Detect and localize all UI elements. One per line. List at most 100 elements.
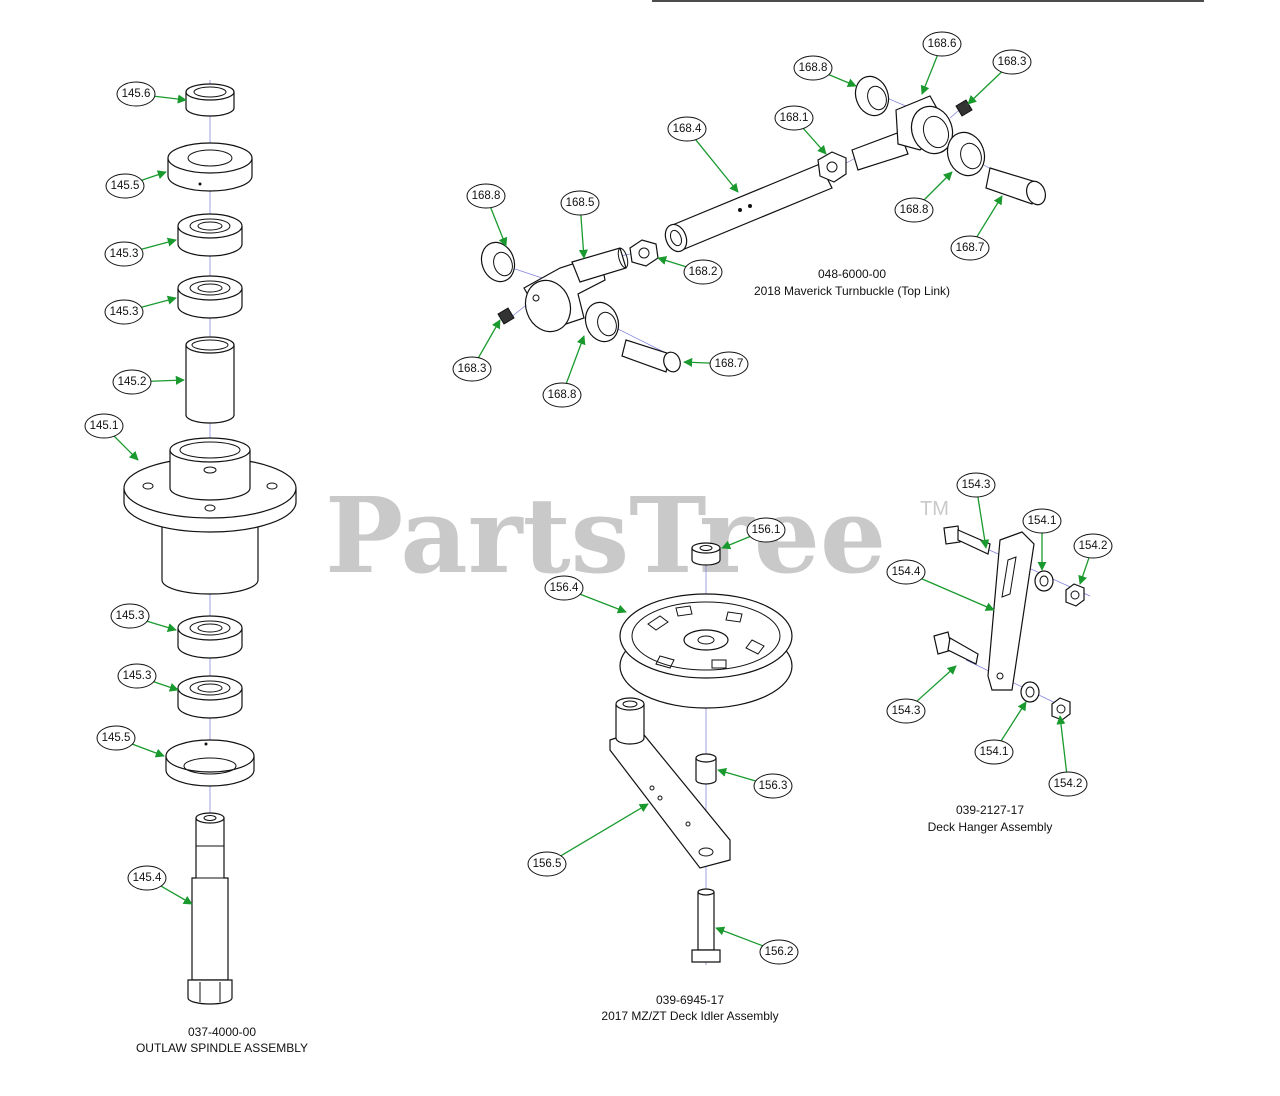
callout-bubble [1073, 533, 1113, 559]
hanger-part-number: 039-2127-17 [956, 803, 1024, 817]
spindle-assembly-name: OUTLAW SPINDLE ASSEMBLY [136, 1041, 308, 1055]
callout-leader [1078, 557, 1090, 585]
callout-label: 154.2 [1054, 778, 1083, 790]
part-168-7-left-sleeve [621, 339, 681, 373]
turnbuckle-assembly-name: 2018 Maverick Turnbuckle (Top Link) [754, 284, 950, 298]
callout-leader [976, 195, 1003, 238]
callout-label: 154.1 [980, 746, 1009, 758]
callout-168-5: 168.5 [560, 190, 600, 259]
callout-label: 156.3 [759, 780, 788, 792]
callout-leader [921, 578, 995, 611]
part-145-2-spacer [185, 336, 235, 424]
callout-label: 145.5 [111, 180, 140, 192]
callout-leader [695, 139, 739, 193]
part-145-1-spindle-housing [123, 437, 297, 595]
callout-leader [153, 681, 179, 692]
callout-label: 168.4 [673, 123, 702, 135]
callout-label: 145.2 [118, 376, 147, 388]
callout-bubble [774, 105, 814, 131]
callout-bubble [667, 116, 707, 142]
part-154-1-upper-washer [1034, 570, 1054, 592]
callout-leader [715, 926, 763, 947]
part-168-5-right-rod [851, 131, 909, 171]
hanger-assembly-name: Deck Hanger Assembly [928, 820, 1053, 834]
callout-145-6: 145.6 [116, 81, 187, 107]
idler-assembly [609, 542, 793, 965]
part-145-6-bushing [185, 83, 235, 117]
watermark: PartsTree TM [325, 474, 949, 597]
callout-label: 145.5 [102, 732, 131, 744]
part-145-3-bearing [177, 675, 243, 719]
part-168-1-jam-nut [817, 151, 847, 183]
spindle-assembly [123, 80, 297, 1005]
part-168-6-right-tee [895, 95, 954, 155]
part-145-3-bearing [177, 615, 243, 659]
callout-168-8: 168.8 [466, 183, 508, 247]
callout-label: 168.5 [566, 197, 595, 209]
callout-label: 168.6 [928, 38, 957, 50]
part-168-2-jam-nut [629, 239, 659, 267]
callout-leader [113, 435, 139, 461]
callout-label: 145.3 [110, 248, 139, 260]
callout-145-3: 145.3 [117, 663, 179, 692]
callout-leader [683, 357, 711, 367]
callout-145-4: 145.4 [127, 865, 193, 905]
callout-leader [916, 665, 957, 702]
callout-layer: 145.6 145.5 145.3 145.3 145.2 145.1 145.3 145.3… [84, 31, 1113, 965]
callout-label: 168.2 [689, 266, 718, 278]
deck-hanger-assembly [933, 525, 1091, 721]
part-156-4-idler-pulley [619, 593, 793, 709]
callout-168-3: 168.3 [967, 49, 1032, 105]
part-156-1-flange-nut [691, 542, 721, 566]
callout-leader [560, 803, 649, 857]
part-145-4-spindle-shaft [187, 812, 233, 1005]
callout-145-3: 145.3 [110, 603, 177, 632]
callout-145-3: 145.3 [104, 295, 177, 325]
callout-bubble [1048, 771, 1088, 797]
callout-154-4: 154.4 [886, 559, 995, 611]
callout-label: 154.1 [1028, 515, 1057, 527]
callout-bubble [104, 299, 144, 325]
callout-leader [1000, 701, 1027, 742]
callout-bubble [1022, 508, 1062, 534]
callout-168-6: 168.6 [920, 31, 962, 95]
callout-bubble [96, 725, 136, 751]
callout-bubble [793, 55, 833, 81]
callout-bubble [112, 369, 152, 395]
callout-145-5: 145.5 [105, 170, 167, 199]
callout-label: 156.5 [533, 858, 562, 870]
callout-label: 154.4 [892, 566, 921, 578]
callout-bubble [746, 517, 786, 543]
callout-label: 168.7 [956, 242, 985, 254]
part-168-4-turnbuckle-tube [664, 163, 833, 253]
callout-154-1: 154.1 [1022, 508, 1062, 571]
callout-label: 145.3 [123, 670, 152, 682]
callout-168-4: 168.4 [667, 116, 739, 193]
callout-label: 154.3 [892, 705, 921, 717]
callout-leader [141, 170, 167, 181]
callout-leader [154, 94, 187, 104]
part-168-5-left-rod [571, 247, 629, 283]
callout-label: 156.2 [765, 946, 794, 958]
callout-label: 154.3 [962, 479, 991, 491]
callout-145-1: 145.1 [84, 413, 139, 461]
callout-leader [578, 214, 588, 259]
callout-156-2: 156.2 [715, 926, 799, 965]
callout-bubble [886, 698, 926, 724]
callout-bubble [84, 413, 124, 439]
part-145-3-bearing [177, 275, 243, 319]
callout-leader [132, 743, 165, 758]
callout-156-5: 156.5 [527, 803, 649, 877]
callout-bubble [894, 197, 934, 223]
callout-leader [923, 171, 953, 201]
callout-bubble [452, 356, 492, 382]
turnbuckle-part-number: 048-6000-00 [818, 267, 886, 281]
callout-bubble [116, 81, 156, 107]
callout-label: 168.8 [900, 204, 929, 216]
callout-145-2: 145.2 [112, 369, 185, 395]
callout-bubble [753, 773, 793, 799]
callout-leader [920, 55, 938, 95]
assembly-caption-idler: 039-6945-17 2017 MZ/ZT Deck Idler Assemb… [601, 993, 778, 1023]
callout-168-8: 168.8 [542, 335, 586, 408]
